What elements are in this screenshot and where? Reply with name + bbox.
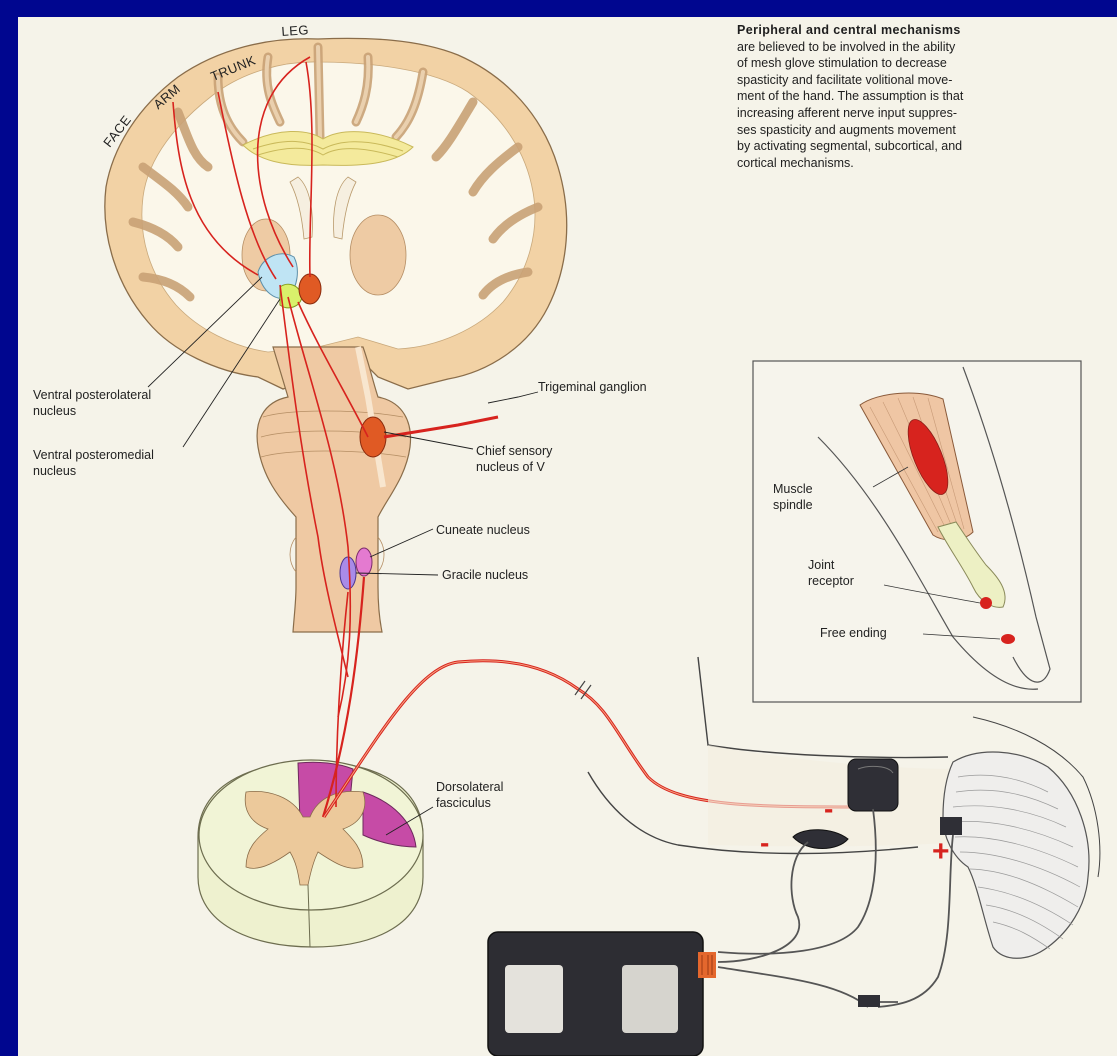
receptor-inset — [753, 361, 1081, 702]
mechanism-illustration — [18, 17, 1117, 1056]
caption-paragraph: Peripheral and central mechanisms are be… — [737, 22, 1117, 171]
chief-sensory-nucleus — [360, 417, 386, 457]
caption-line: of mesh glove stimulation to decrease — [737, 55, 1117, 72]
leg-label: LEG — [281, 22, 309, 39]
plus-sign: + — [932, 835, 950, 869]
trigeminal-label: Trigeminal ganglion — [538, 379, 647, 395]
dorsolateral-label-line2: fasciculus — [436, 795, 491, 811]
cuneate-nucleus-shape — [356, 548, 372, 576]
caption-line: increasing afferent nerve input suppres- — [737, 105, 1117, 122]
illustration-page: Peripheral and central mechanisms are be… — [18, 17, 1117, 1056]
caption-line: cortical mechanisms. — [737, 155, 1117, 172]
vpl-label-line1: Ventral posterolateral — [33, 387, 151, 403]
dorsolateral-label-line1: Dorsolateral — [436, 779, 503, 795]
caption-line: are believed to be involved in the abili… — [737, 39, 1117, 56]
caption-line: ment of the hand. The assumption is that — [737, 88, 1117, 105]
minus-sign-forearm: - — [824, 793, 833, 825]
gracile-nucleus-shape — [340, 557, 356, 589]
spinal-cord-section — [198, 760, 423, 947]
chief-sensory-label-line1: Chief sensory — [476, 443, 552, 459]
minus-sign-hand: - — [760, 827, 769, 859]
gracile-label: Gracile nucleus — [442, 567, 528, 583]
caption-line: ses spasticity and augments movement — [737, 122, 1117, 139]
brain-coronal-section — [105, 38, 567, 632]
free-ending-label: Free ending — [820, 625, 887, 641]
cuneate-label: Cuneate nucleus — [436, 522, 530, 538]
muscle-spindle-label-line2: spindle — [773, 497, 813, 513]
brainstem — [257, 347, 410, 632]
caption-line: spasticity and facilitate volitional mov… — [737, 72, 1117, 89]
caption-title: Peripheral and central mechanisms — [737, 22, 1117, 39]
stimulator-unit — [488, 932, 880, 1056]
vpl-label-line2: nucleus — [33, 403, 76, 419]
joint-receptor-label-line2: receptor — [808, 573, 854, 589]
muscle-spindle-label-line1: Muscle — [773, 481, 813, 497]
vpm-label-line1: Ventral posteromedial — [33, 447, 154, 463]
mesh-glove — [943, 752, 1089, 958]
caption-line: by activating segmental, subcortical, an… — [737, 138, 1117, 155]
chief-sensory-label-line2: nucleus of V — [476, 459, 545, 475]
vpm-label-line2: nucleus — [33, 463, 76, 479]
joint-receptor-label-line1: Joint — [808, 557, 834, 573]
